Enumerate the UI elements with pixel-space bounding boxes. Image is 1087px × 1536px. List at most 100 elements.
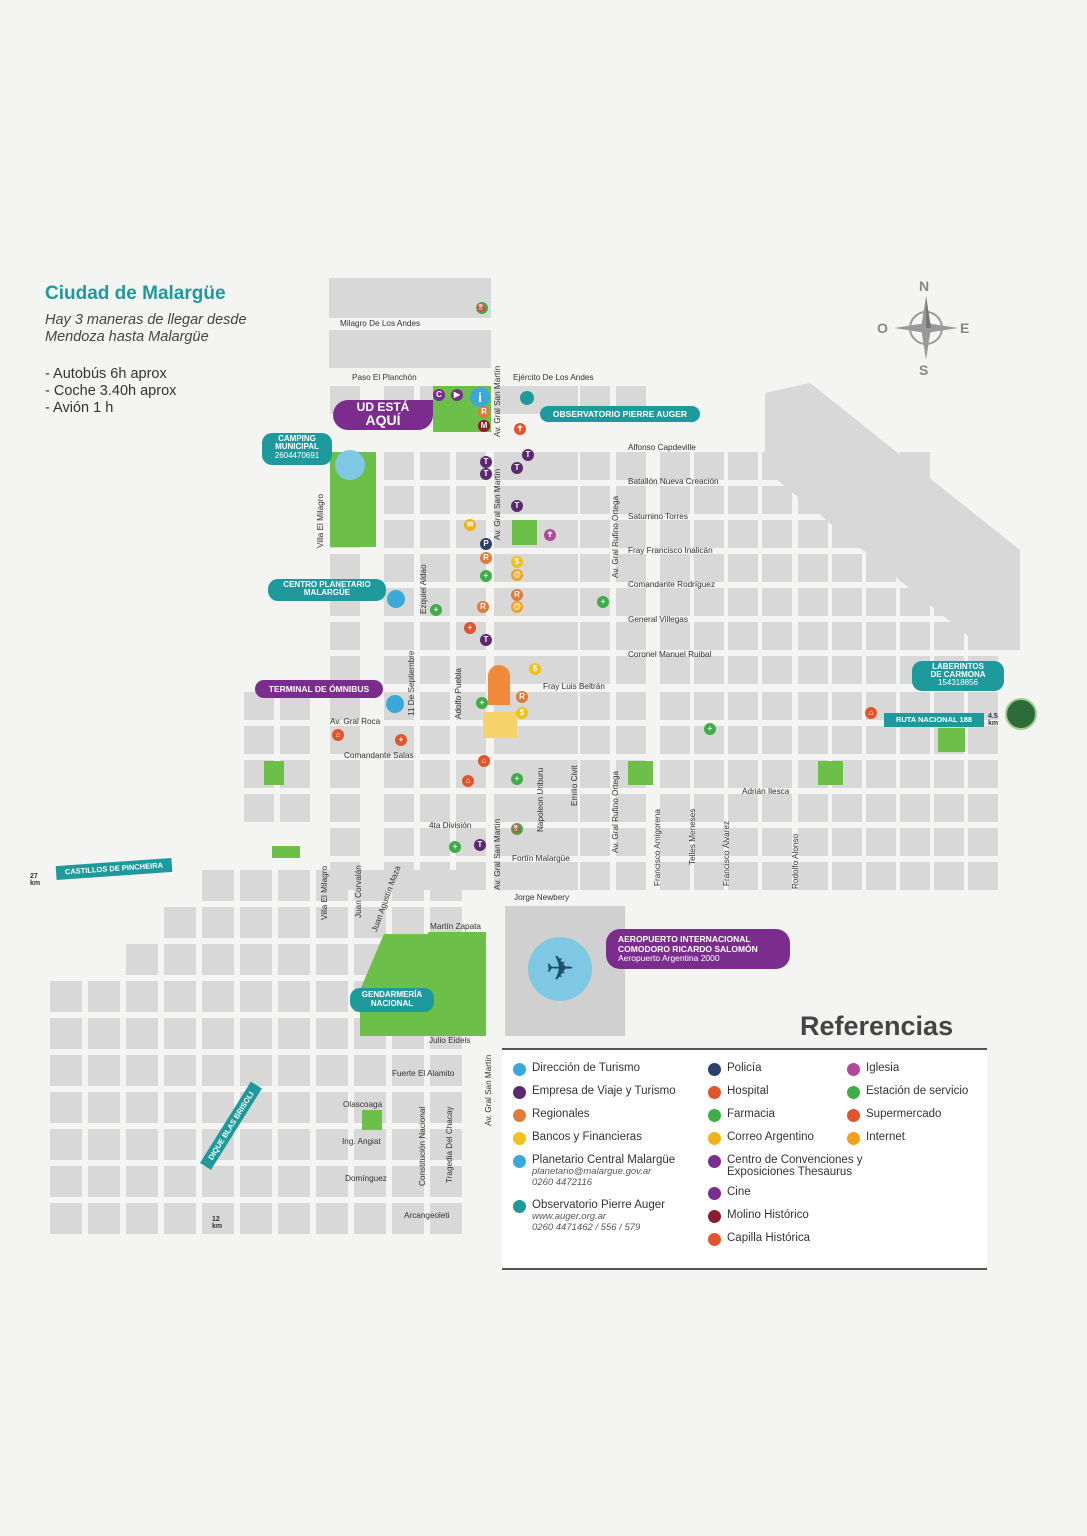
- city-block: [580, 726, 610, 754]
- city-block: [934, 828, 964, 856]
- laberintos-callout[interactable]: LABERINTOS DE CARMONA 154318856: [912, 661, 1004, 691]
- cinema-icon[interactable]: ▶: [451, 389, 463, 401]
- ruta-188-callout[interactable]: RUTA NACIONAL 188: [884, 713, 984, 727]
- info-icon[interactable]: i: [470, 387, 490, 407]
- street-v-aldao: Ezquiel Aldao: [419, 564, 428, 614]
- gas-station-icon: [847, 1086, 860, 1099]
- laberintos-line-1: LABERINTOS: [932, 662, 984, 671]
- street-v-uriburu: Napoleon Uriburu: [536, 767, 545, 832]
- airplane-icon[interactable]: ✈: [528, 937, 592, 1001]
- city-block: [354, 870, 386, 901]
- camping-marker-icon[interactable]: [335, 450, 365, 480]
- travel-agency-icon[interactable]: T: [511, 500, 523, 512]
- city-block: [866, 760, 896, 788]
- supermarket-icon[interactable]: ⌂: [865, 707, 877, 719]
- legend-title: Referencias: [800, 1011, 954, 1041]
- street-inalican: Fray Francisco Inalicán: [628, 546, 713, 555]
- city-block: [900, 828, 930, 856]
- internet-icon[interactable]: @: [511, 601, 523, 613]
- terminal-callout[interactable]: TERMINAL DE ÓMNIBUS: [255, 680, 383, 698]
- pharmacy-icon[interactable]: +: [476, 697, 488, 709]
- regionales-icon[interactable]: R: [478, 406, 490, 418]
- planetario-callout[interactable]: CENTRO PLANETARIO MALARGÜE: [268, 579, 386, 601]
- you-are-here-callout[interactable]: UD ESTÁ AQUÍ: [333, 400, 433, 430]
- supermarket-icon[interactable]: ⌂: [332, 729, 344, 741]
- gendarmeria-line-1: GENDARMERÍA: [361, 990, 423, 999]
- hospital-icon[interactable]: +: [464, 622, 476, 634]
- pharmacy-icon[interactable]: +: [449, 841, 461, 853]
- street-ilesca: Adrián Ilesca: [742, 787, 790, 796]
- travel-agency-icon[interactable]: T: [480, 456, 492, 468]
- labyrinth-marker-icon[interactable]: [1005, 698, 1037, 730]
- city-block: [728, 588, 758, 616]
- mill-icon[interactable]: M: [478, 420, 490, 432]
- hospital-icon[interactable]: +: [395, 734, 407, 746]
- bank-icon[interactable]: $: [516, 707, 528, 719]
- north-block-2: [329, 330, 491, 368]
- travel-agency-icon[interactable]: T: [474, 839, 486, 851]
- travel-agency-icon[interactable]: T: [522, 449, 534, 461]
- city-block: [798, 692, 828, 720]
- convention-icon[interactable]: C: [433, 389, 445, 401]
- city-block: [202, 981, 234, 1012]
- street-v-alonso: Rodolfo Alonso: [791, 833, 800, 889]
- internet-icon[interactable]: @: [511, 569, 523, 581]
- regionales-icon[interactable]: R: [477, 601, 489, 613]
- city-block: [494, 386, 524, 414]
- camping-callout[interactable]: CAMPING MUNICIPAL 2604470691: [262, 433, 332, 465]
- church-icon[interactable]: ✝: [544, 529, 556, 541]
- bank-icon[interactable]: $: [511, 556, 523, 568]
- pharmacy-icon[interactable]: +: [597, 596, 609, 608]
- chapel-icon[interactable]: ✝: [514, 423, 526, 435]
- city-block: [330, 828, 360, 856]
- city-block: [762, 520, 792, 548]
- city-block: [580, 794, 610, 822]
- mail-icon[interactable]: ✉: [464, 519, 476, 531]
- mill-icon: [708, 1210, 721, 1223]
- supermarket-icon[interactable]: ⌂: [478, 755, 490, 767]
- aeropuerto-callout[interactable]: AEROPUERTO INTERNACIONAL COMODORO RICARD…: [606, 929, 790, 969]
- city-block: [420, 794, 450, 822]
- city-block: [616, 828, 646, 856]
- planetarium-marker-icon[interactable]: [387, 590, 405, 608]
- city-block: [126, 981, 158, 1012]
- legend-item: Correo Argentino: [708, 1131, 814, 1145]
- city-block: [832, 588, 862, 616]
- observatorio-callout[interactable]: OBSERVATORIO PIERRE AUGER: [540, 406, 700, 422]
- observatory-marker-icon[interactable]: [520, 391, 534, 405]
- clock-tower-icon[interactable]: [488, 665, 510, 705]
- travel-agency-icon[interactable]: T: [480, 468, 492, 480]
- travel-agency-icon[interactable]: T: [511, 462, 523, 474]
- legend-label: Supermercado: [866, 1108, 942, 1120]
- bus-terminal-marker-icon[interactable]: [386, 695, 404, 713]
- city-block: [50, 1166, 82, 1197]
- pharmacy-icon[interactable]: +: [430, 604, 442, 616]
- travel-agency-icon[interactable]: T: [480, 634, 492, 646]
- street-v-ortega-1: Av. Gral Rufino Ortega: [611, 495, 620, 578]
- pharmacy-icon[interactable]: +: [511, 773, 523, 785]
- supermarket-icon[interactable]: ⌂: [462, 775, 474, 787]
- gas-station-icon[interactable]: ⛽: [511, 823, 523, 835]
- city-block: [548, 726, 578, 754]
- pharmacy-icon[interactable]: +: [480, 570, 492, 582]
- city-block: [420, 726, 450, 754]
- legend-label: Dirección de Turismo: [532, 1062, 641, 1074]
- regionales-icon[interactable]: R: [511, 589, 523, 601]
- compass-n: N: [919, 278, 930, 294]
- street-planchon: Paso El Planchón: [352, 373, 417, 382]
- city-block: [88, 1166, 120, 1197]
- gas-station-icon[interactable]: ⛽: [476, 302, 488, 314]
- legend-item: Empresa de Viaje y Turismo: [513, 1085, 676, 1099]
- city-block: [278, 1092, 310, 1123]
- city-block: [520, 588, 550, 616]
- regionales-icon[interactable]: R: [516, 691, 528, 703]
- city-block: [420, 452, 450, 480]
- bank-icon[interactable]: $: [529, 663, 541, 675]
- gendarmeria-callout[interactable]: GENDARMERÍA NACIONAL: [350, 988, 434, 1012]
- street-v-civit: Emilio Civit: [570, 765, 579, 807]
- city-block: [354, 1055, 386, 1086]
- police-icon[interactable]: P: [480, 538, 492, 550]
- pharmacy-icon[interactable]: +: [704, 723, 716, 735]
- regionales-icon[interactable]: R: [480, 552, 492, 564]
